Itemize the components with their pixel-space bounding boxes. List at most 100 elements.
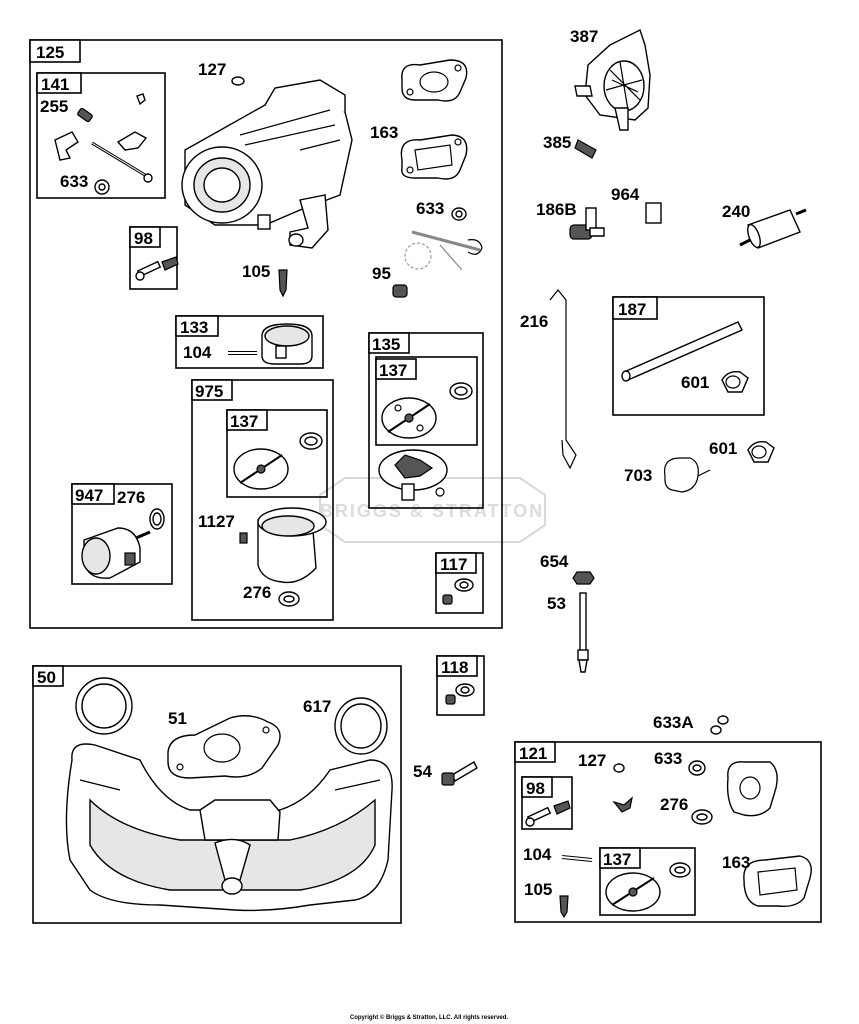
group-tag-137a: 137 — [379, 361, 407, 380]
link-216 — [549, 289, 577, 470]
label-633b: 633 — [416, 199, 444, 218]
label-51: 51 — [168, 709, 187, 728]
group-box-133 — [175, 315, 324, 369]
group-tag-187: 187 — [618, 300, 646, 319]
label-633A: 633A — [653, 713, 694, 732]
label-53: 53 — [547, 594, 566, 613]
nut-654 — [572, 571, 595, 585]
label-276a: 276 — [243, 583, 271, 602]
fuel-pump-387 — [574, 29, 651, 131]
label-54: 54 — [413, 762, 432, 781]
label-95: 95 — [372, 264, 391, 283]
parts-98a — [135, 256, 179, 281]
o-ring-276a — [278, 591, 300, 607]
label-216: 216 — [520, 312, 548, 331]
label-601a: 601 — [681, 373, 709, 392]
group-tag-98b: 98 — [526, 779, 545, 798]
parts-137c — [605, 862, 691, 912]
label-385: 385 — [543, 133, 571, 152]
group-box-137a — [375, 356, 478, 446]
group-box-137c — [599, 847, 696, 916]
label-276c: 276 — [660, 795, 688, 814]
group-tag-141: 141 — [41, 75, 69, 94]
label-276b: 276 — [117, 488, 145, 507]
part-drawings — [54, 29, 812, 919]
group-box-50 — [32, 665, 402, 924]
group-tag-98a: 98 — [134, 229, 153, 248]
group-tag-118: 118 — [441, 658, 468, 677]
part-labels: 127 255 633 163 633 105 95 104 1127 276 … — [40, 27, 750, 899]
group-tag-975: 975 — [195, 382, 223, 401]
label-703: 703 — [624, 466, 652, 485]
label-186b: 186B — [536, 200, 577, 219]
label-601b: 601 — [709, 439, 737, 458]
group-tag-137c: 137 — [603, 850, 631, 869]
seal-ring-left — [75, 677, 133, 735]
bushing-633 — [451, 207, 467, 221]
label-104b: 104 — [523, 845, 552, 864]
carburetor-body — [181, 79, 353, 249]
group-tag-137b: 137 — [230, 412, 258, 431]
group-box-947 — [71, 483, 173, 585]
parts-133 — [228, 323, 313, 365]
parts-98b — [525, 800, 571, 827]
watermark: BRIGGS & STRATTON — [319, 477, 546, 543]
clip-703 — [663, 457, 711, 493]
parts-121 — [559, 760, 812, 919]
group-box-141 — [36, 72, 166, 199]
screw-95 — [392, 284, 408, 298]
group-tag-121: 121 — [519, 744, 547, 763]
group-tags: 125 141 98 133 135 137 975 137 947 117 1… — [29, 39, 658, 869]
group-tag-947: 947 — [75, 486, 103, 505]
label-127b: 127 — [578, 751, 606, 770]
label-240: 240 — [722, 202, 750, 221]
group-box-121 — [514, 741, 822, 923]
label-633c: 633 — [654, 749, 682, 768]
parts-187 — [621, 321, 749, 393]
washer-633a — [710, 715, 729, 735]
intake-manifold-50 — [65, 743, 393, 912]
group-box-135 — [368, 332, 484, 509]
label-654: 654 — [540, 552, 569, 571]
throttle-shaft — [404, 230, 483, 271]
label-255: 255 — [40, 97, 68, 116]
label-104a: 104 — [183, 343, 212, 362]
group-box-125 — [29, 39, 503, 629]
fuel-filter-240 — [739, 208, 807, 249]
fuel-bowl-135 — [378, 449, 448, 501]
group-box-187 — [612, 296, 765, 416]
sleeve-964 — [645, 202, 662, 224]
copyright-text: Copyright © Briggs & Stratton, LLC. All … — [350, 1014, 509, 1021]
label-387: 387 — [570, 27, 598, 46]
seal-ring-617 — [334, 697, 388, 755]
label-964: 964 — [611, 185, 640, 204]
label-163a: 163 — [370, 123, 398, 142]
bolt-54 — [441, 761, 478, 786]
label-163b: 163 — [722, 853, 750, 872]
part-127-ring — [231, 76, 245, 86]
group-tag-125: 125 — [36, 43, 64, 62]
gasket-51 — [167, 715, 281, 779]
fitting-186b — [569, 207, 605, 240]
group-tag-133: 133 — [180, 318, 208, 337]
group-tag-50: 50 — [37, 668, 56, 687]
clamp-601 — [747, 440, 775, 463]
parts-137b — [233, 432, 323, 490]
label-105a: 105 — [242, 262, 270, 281]
watermark-text: BRIGGS & STRATTON — [320, 501, 544, 521]
group-box-975 — [191, 379, 334, 621]
parts-118 — [445, 683, 475, 705]
label-105b: 105 — [524, 880, 552, 899]
gaskets-163 — [400, 59, 468, 180]
parts-141 — [54, 93, 153, 195]
label-633a: 633 — [60, 172, 88, 191]
fuel-bowl-975 — [239, 507, 327, 584]
label-617: 617 — [303, 697, 331, 716]
group-tag-135: 135 — [372, 335, 400, 354]
solenoid-947 — [81, 508, 165, 579]
label-1127: 1127 — [198, 512, 235, 531]
stud-53 — [577, 592, 589, 673]
group-box-137b — [226, 409, 328, 498]
label-127a: 127 — [198, 60, 226, 79]
